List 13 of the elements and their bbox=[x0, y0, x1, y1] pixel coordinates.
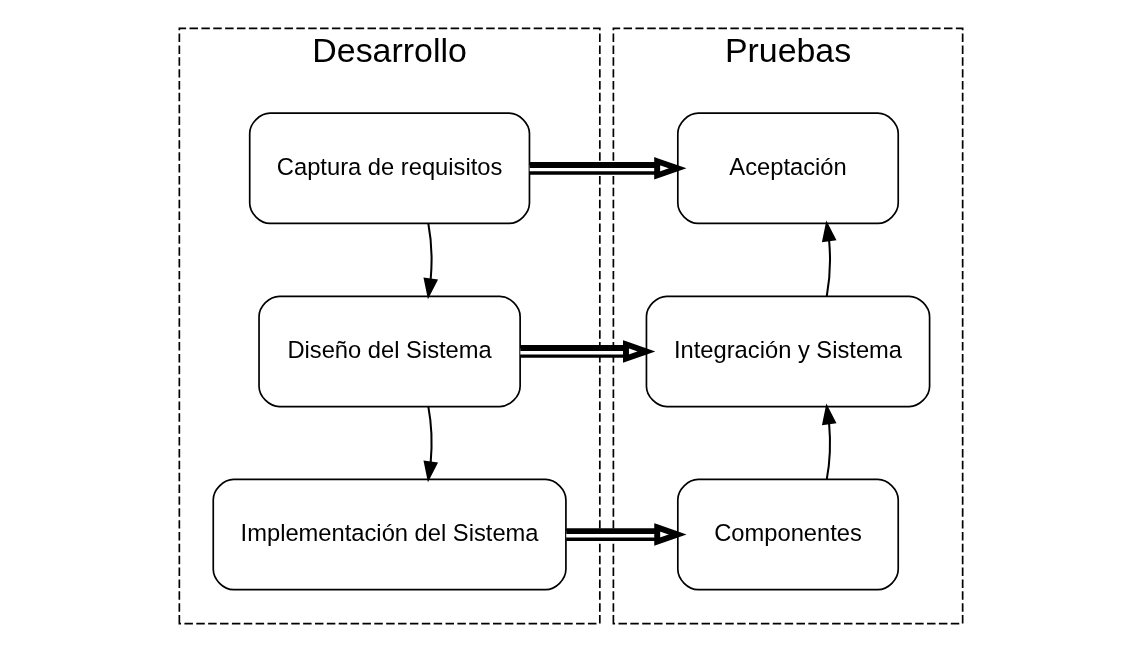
arrow bbox=[821, 403, 837, 480]
arrow bbox=[423, 406, 439, 483]
arrow bbox=[821, 220, 837, 297]
node-box: Componentes bbox=[676, 478, 900, 591]
node-box: Aceptación bbox=[676, 112, 900, 225]
node-box: Implementación del Sistema bbox=[212, 478, 567, 591]
node-box: Captura de requisitos bbox=[248, 112, 531, 225]
arrow bbox=[529, 157, 687, 180]
arrow bbox=[423, 223, 439, 300]
arrow bbox=[566, 523, 687, 546]
arrow bbox=[520, 340, 656, 363]
node-box: Diseño del Sistema bbox=[258, 295, 521, 408]
node-box: Integración y Sistema bbox=[645, 295, 931, 408]
